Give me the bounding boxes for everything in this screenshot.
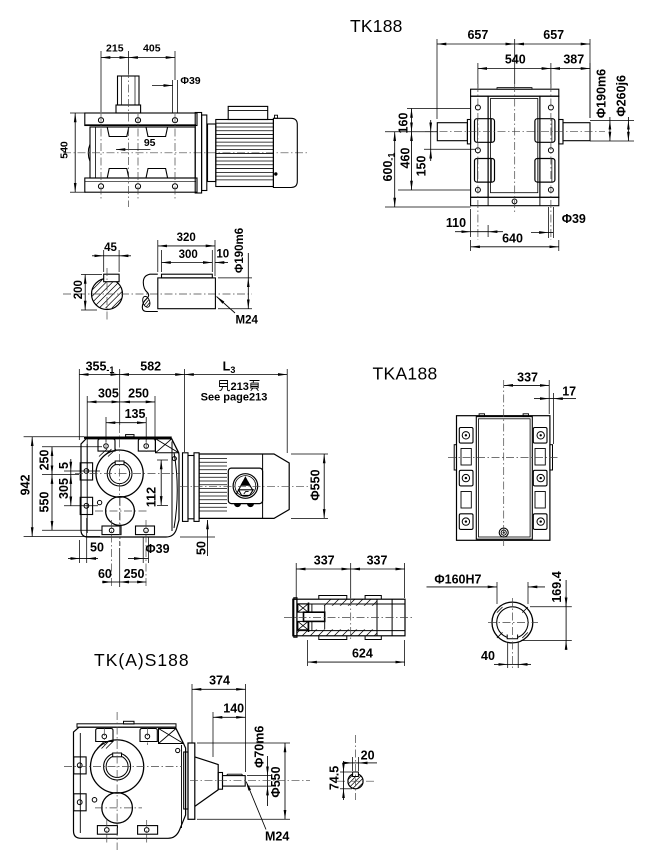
svg-text:305: 305 <box>98 387 119 401</box>
svg-text:250: 250 <box>128 387 149 401</box>
svg-text:17: 17 <box>562 384 576 398</box>
svg-text:50: 50 <box>195 541 209 555</box>
svg-text:Φ190m6: Φ190m6 <box>234 228 246 273</box>
svg-text:5: 5 <box>57 462 71 469</box>
svg-text:387: 387 <box>563 53 584 67</box>
svg-text:213: 213 <box>231 381 249 393</box>
svg-text:M24: M24 <box>236 315 259 327</box>
svg-text:Φ70m6: Φ70m6 <box>252 726 266 768</box>
svg-text:640: 640 <box>502 232 523 246</box>
svg-text:337: 337 <box>367 554 388 568</box>
svg-text:TKA188: TKA188 <box>373 364 438 384</box>
svg-text:657: 657 <box>467 28 488 42</box>
svg-text:250: 250 <box>124 567 145 581</box>
svg-text:Φ39: Φ39 <box>562 212 586 226</box>
svg-text:540: 540 <box>59 141 71 159</box>
svg-text:See page213: See page213 <box>201 392 268 404</box>
svg-text:45: 45 <box>104 242 117 254</box>
svg-text:20: 20 <box>361 749 375 763</box>
svg-text:160: 160 <box>397 113 411 134</box>
svg-text:40: 40 <box>481 649 495 663</box>
svg-text:150: 150 <box>415 156 429 177</box>
svg-text:Φ550: Φ550 <box>269 766 283 797</box>
svg-text:300: 300 <box>179 249 198 261</box>
svg-text:Φ190m6: Φ190m6 <box>594 69 608 118</box>
svg-text:74.5: 74.5 <box>328 766 342 790</box>
svg-text:95: 95 <box>144 137 156 149</box>
svg-text:TK188: TK188 <box>350 16 403 36</box>
svg-text:305: 305 <box>57 478 71 499</box>
svg-text:942: 942 <box>19 475 33 496</box>
svg-text:657: 657 <box>543 28 564 42</box>
svg-text:112: 112 <box>145 487 159 507</box>
svg-text:250: 250 <box>38 450 52 471</box>
svg-text:Φ39: Φ39 <box>145 542 169 556</box>
svg-text:215: 215 <box>106 43 124 55</box>
svg-text:M24: M24 <box>265 830 289 844</box>
svg-text:337: 337 <box>314 554 335 568</box>
svg-text:Φ260j6: Φ260j6 <box>614 75 628 117</box>
svg-text:TK(A)S188: TK(A)S188 <box>94 650 190 670</box>
svg-text:374: 374 <box>209 674 230 688</box>
svg-text:200: 200 <box>73 280 85 299</box>
svg-text:582: 582 <box>140 360 161 374</box>
svg-text:624: 624 <box>352 647 373 661</box>
svg-text:460: 460 <box>398 148 412 169</box>
svg-text:110: 110 <box>446 216 466 230</box>
svg-text:140: 140 <box>223 702 244 716</box>
svg-text:320: 320 <box>177 232 196 244</box>
svg-text:337: 337 <box>517 371 538 385</box>
svg-text:Φ39: Φ39 <box>180 75 200 87</box>
svg-text:540: 540 <box>505 53 526 67</box>
svg-text:10: 10 <box>216 249 229 261</box>
svg-text:Φ160H7: Φ160H7 <box>434 573 481 587</box>
svg-text:169.4: 169.4 <box>550 571 564 602</box>
svg-text:550: 550 <box>38 492 52 513</box>
svg-text:135: 135 <box>125 407 146 421</box>
svg-text:Φ550: Φ550 <box>309 469 323 500</box>
svg-text:405: 405 <box>143 43 161 55</box>
svg-text:50: 50 <box>90 541 104 555</box>
svg-text:60: 60 <box>98 567 112 581</box>
